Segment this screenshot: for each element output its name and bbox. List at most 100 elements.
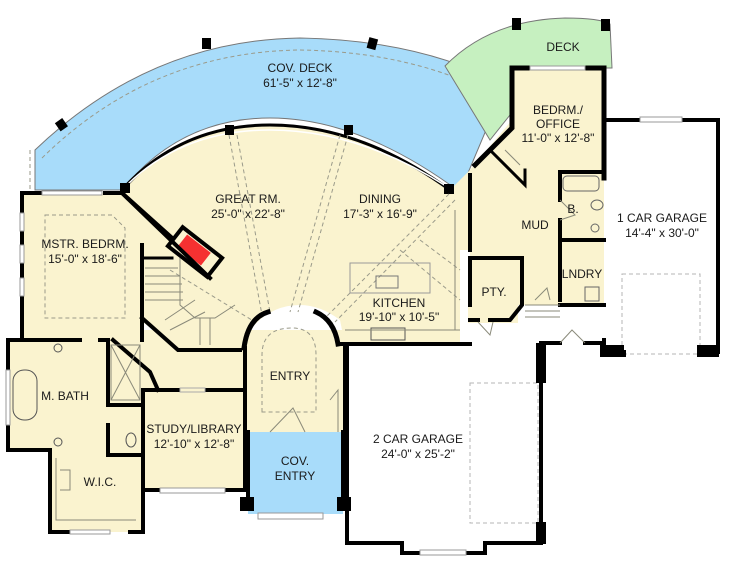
shower — [110, 344, 141, 401]
cov-entry-floor — [248, 432, 343, 514]
deck-post — [512, 18, 521, 30]
kitchen-label: KITCHEN — [373, 296, 426, 310]
bedrm-office-floor — [512, 68, 604, 178]
bathtub — [12, 369, 38, 421]
pantry-floor — [468, 258, 518, 323]
kitchen-walls — [343, 173, 472, 346]
window — [529, 65, 586, 71]
m-bath-label: M. BATH — [41, 389, 89, 403]
two-car-garage-label: 2 CAR GARAGE — [373, 432, 463, 446]
bath-door — [559, 199, 576, 221]
column — [444, 184, 454, 194]
bedrm-office-label-1: BEDRM./ — [533, 103, 584, 117]
window — [5, 369, 11, 426]
closet-door — [504, 149, 521, 166]
bedrm-office-walls — [471, 65, 607, 181]
kitchen-size: 19'-10" x 10'-5" — [359, 310, 439, 324]
deck-area — [444, 17, 613, 141]
study-walls — [141, 388, 247, 492]
column — [225, 125, 234, 135]
entry-rotunda-wall — [312, 308, 341, 347]
deck-post — [54, 118, 68, 132]
study-library-label: STUDY/LIBRARY — [146, 422, 241, 436]
bath-laundry-walls — [558, 170, 606, 307]
ceiling-beams — [169, 134, 461, 323]
dining-label: DINING — [359, 192, 401, 206]
deck-post — [202, 38, 211, 49]
garage-window — [419, 549, 467, 556]
sink — [590, 223, 600, 233]
deck-post — [601, 19, 610, 31]
one-car-garage-size: 14'-4" x 30'-0" — [625, 226, 699, 240]
great-rm-label: GREAT RM. — [215, 192, 281, 206]
sink — [53, 343, 63, 353]
entry-label: ENTRY — [270, 369, 310, 383]
garage-post — [536, 343, 546, 383]
column — [120, 183, 130, 193]
cov-entry-label-2: ENTRY — [275, 469, 315, 483]
deck-label: DECK — [546, 40, 579, 54]
cov-entry-label-1: COV. — [281, 454, 309, 468]
fireplace — [165, 224, 225, 280]
bathtub — [562, 175, 600, 192]
closet-door — [329, 388, 339, 432]
door-opening — [179, 387, 206, 393]
garage-door-2car — [469, 382, 539, 524]
entry-door-swing — [269, 407, 306, 433]
mud-steps — [525, 304, 560, 318]
cov-entry-step — [257, 512, 324, 520]
study-floor — [143, 390, 243, 490]
kitchen-island — [349, 262, 431, 294]
window — [19, 277, 25, 297]
window — [41, 190, 103, 196]
window — [69, 529, 111, 535]
garage-side-door-swing — [559, 329, 586, 344]
bath-label: B. — [567, 202, 578, 216]
cooktop — [370, 327, 406, 341]
hall-floor — [140, 330, 250, 390]
hall-diagonal-wall — [139, 315, 242, 352]
fireplace-diagonal-wall — [119, 190, 213, 281]
column — [344, 125, 353, 135]
sink — [53, 437, 63, 447]
garage-post — [697, 345, 719, 357]
pty-label: PTY. — [481, 285, 506, 299]
garage-door-1car — [621, 273, 701, 355]
kitchen-counter — [345, 210, 460, 331]
toilet — [590, 199, 604, 211]
mud-label: MUD — [521, 218, 549, 232]
window — [19, 212, 25, 232]
m-bath-walls — [20, 338, 145, 534]
staircase — [140, 256, 236, 345]
window — [19, 244, 25, 264]
cov-entry-walls — [246, 430, 345, 502]
pantry-walls — [468, 256, 524, 322]
garage-post — [600, 345, 624, 357]
mud-door — [534, 287, 551, 301]
cov-deck-size: 61'-5" x 12'-8" — [263, 76, 337, 90]
cov-entry-post — [337, 497, 351, 511]
pantry-door — [477, 321, 494, 337]
garage-post — [536, 522, 546, 544]
deck-post — [366, 37, 379, 51]
cov-deck-label: COV. DECK — [268, 61, 333, 75]
study-library-size: 12'-10" x 12'-8" — [154, 437, 234, 451]
hall-diagonal — [110, 337, 161, 393]
wic-shelves — [55, 458, 136, 521]
window — [159, 487, 226, 494]
sink — [375, 275, 399, 289]
wic-label: W.I.C. — [84, 475, 117, 489]
great-room-curved-wall — [119, 123, 453, 193]
bedrm-office-label-2: OFFICE — [536, 117, 580, 131]
washer — [584, 286, 600, 302]
one-car-garage-label: 1 CAR GARAGE — [617, 211, 707, 225]
wic-floor — [50, 450, 142, 532]
bedrm-office-size: 11'-0" x 12'-8" — [522, 131, 595, 145]
toilet — [125, 432, 137, 448]
lndry-label: LNDRY — [562, 267, 602, 281]
two-car-garage-size: 24'-0" x 25'-2" — [381, 447, 455, 461]
closet-wall — [487, 147, 527, 189]
cov-entry-post — [240, 497, 254, 511]
garage-window — [639, 116, 683, 123]
